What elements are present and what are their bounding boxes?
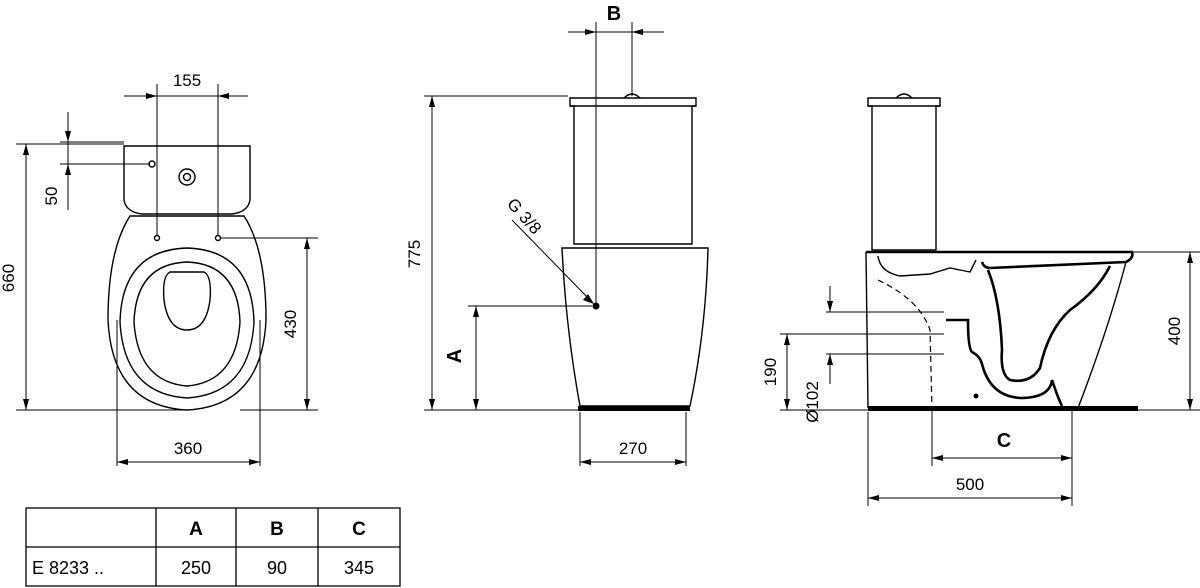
side-view: 190 Ø102 400 C 500	[761, 93, 1200, 506]
top-view: 155 50 660 430 360	[0, 71, 318, 466]
flush-button-outer-icon	[178, 168, 196, 186]
dim-775: 775	[405, 240, 424, 268]
side-view-outlet-dashed	[877, 279, 933, 411]
table-header-B: B	[270, 519, 284, 540]
side-view-rim	[866, 250, 1134, 270]
drain-point-icon	[973, 393, 979, 399]
flush-button-inner-icon	[182, 172, 192, 182]
front-view-pedestal	[561, 247, 709, 407]
side-flush-button-icon	[895, 93, 913, 99]
table-header-C: C	[352, 519, 366, 540]
front-view: B G 3/8 A 775 270	[405, 3, 709, 466]
top-view-cistern	[123, 145, 251, 215]
dim-500: 500	[956, 475, 984, 494]
front-view-base	[578, 406, 690, 411]
dimension-table: A B C E 8233 .. 250 90 345	[25, 507, 401, 587]
hinge-hole-right-icon	[214, 234, 222, 242]
dim-660: 660	[0, 264, 18, 292]
dim-190: 190	[761, 358, 780, 386]
dim-50: 50	[42, 187, 61, 206]
side-view-trap	[986, 265, 1112, 383]
dim-C: C	[997, 430, 1011, 452]
dim-A: A	[444, 349, 466, 363]
front-view-cistern	[569, 97, 697, 245]
side-view-inlet	[877, 255, 977, 277]
table-cell-B: 90	[267, 558, 287, 578]
top-view-bowl-outer	[107, 215, 267, 411]
top-view-bowl-opening	[162, 271, 212, 331]
top-view-bowl-rim	[119, 247, 255, 399]
dim-B: B	[607, 3, 621, 25]
dim-155: 155	[173, 71, 201, 90]
table-cell-C: 345	[344, 558, 374, 578]
side-view-pedestal	[865, 251, 1127, 409]
table-row-model: E 8233 ..	[32, 558, 104, 578]
table-header-A: A	[189, 519, 203, 540]
dim-360: 360	[174, 439, 202, 458]
dim-430: 430	[281, 310, 300, 338]
inlet-label: G 3/8	[503, 195, 545, 239]
side-view-base	[868, 406, 1138, 411]
dim-270: 270	[619, 439, 647, 458]
top-view-seat-inner	[133, 261, 241, 387]
table-cell-A: 250	[181, 558, 211, 578]
side-view-cistern	[867, 97, 941, 251]
water-inlet-point-icon	[592, 302, 600, 310]
dim-400: 400	[1165, 317, 1184, 345]
hinge-hole-left-icon	[153, 234, 161, 242]
dim-outlet-diameter: Ø102	[803, 381, 822, 423]
side-view-trap-lower	[946, 318, 1064, 407]
